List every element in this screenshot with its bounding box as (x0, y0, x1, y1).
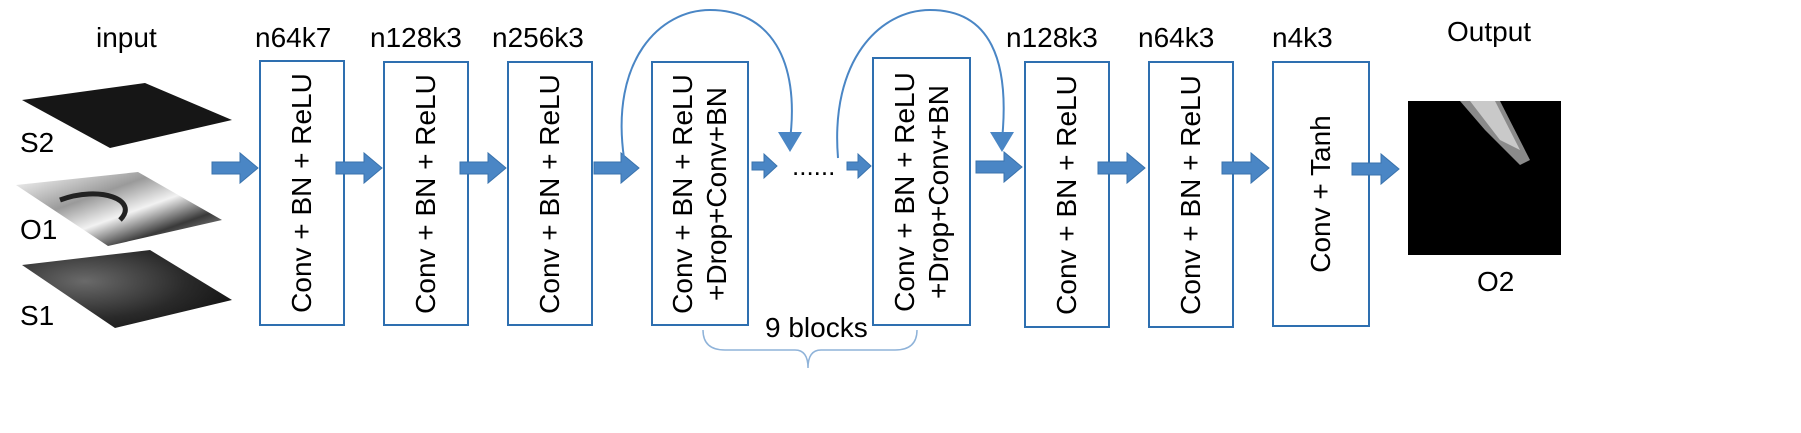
conv-block-2: Conv + BN + ReLU (383, 61, 469, 326)
arrow-icon (211, 151, 259, 185)
block-top-label: n64k3 (1138, 22, 1215, 53)
input-title: input (96, 22, 157, 53)
arrow-icon (593, 151, 640, 185)
sar-speckle-image-icon (22, 250, 232, 328)
block-top-label: n4k3 (1272, 22, 1333, 53)
conv-block-3: Conv + BN + ReLU (507, 61, 593, 326)
arrow-icon (1351, 152, 1400, 186)
ellipsis-text: ...... (792, 151, 836, 181)
layer-label-o1: O1 (20, 214, 58, 245)
dark-terrain-map-icon (22, 83, 232, 148)
conv-block-7: Conv + BN + ReLU (1148, 61, 1234, 328)
arrow-icon (1221, 151, 1270, 185)
output-mask-icon (1408, 101, 1561, 255)
output-title: Output (1447, 16, 1532, 47)
conv-block-output: Conv + Tanh (1272, 61, 1370, 327)
residual-brace (702, 329, 918, 369)
residual-count-label: 9 blocks (765, 312, 868, 343)
residual-block-last: Conv + BN + ReLU +Drop+Conv+BN (872, 57, 971, 326)
layer-label-s1: S1 (20, 300, 55, 331)
arrow-icon (751, 152, 778, 180)
arrow-icon (846, 152, 872, 180)
conv-block-6: Conv + BN + ReLU (1024, 61, 1110, 328)
optical-river-image-icon (16, 172, 222, 246)
conv-block-1: Conv + BN + ReLU (259, 60, 345, 326)
arrow-icon (990, 132, 1014, 152)
block-top-label: n128k3 (370, 22, 462, 53)
arrow-icon (459, 151, 507, 185)
arrow-icon (975, 150, 1023, 184)
block-top-label: n128k3 (1006, 22, 1098, 53)
skip-connection-arc (836, 8, 1005, 159)
output-label: O2 (1477, 266, 1515, 297)
layer-label-s2: S2 (20, 127, 55, 158)
arrow-icon (778, 132, 802, 152)
arrow-icon (335, 151, 383, 185)
block-top-label: n64k7 (255, 22, 332, 53)
arrow-icon (1097, 151, 1146, 185)
block-top-label: n256k3 (492, 22, 584, 53)
skip-connection-arc (620, 8, 793, 159)
residual-block-first: Conv + BN + ReLU +Drop+Conv+BN (651, 61, 749, 326)
